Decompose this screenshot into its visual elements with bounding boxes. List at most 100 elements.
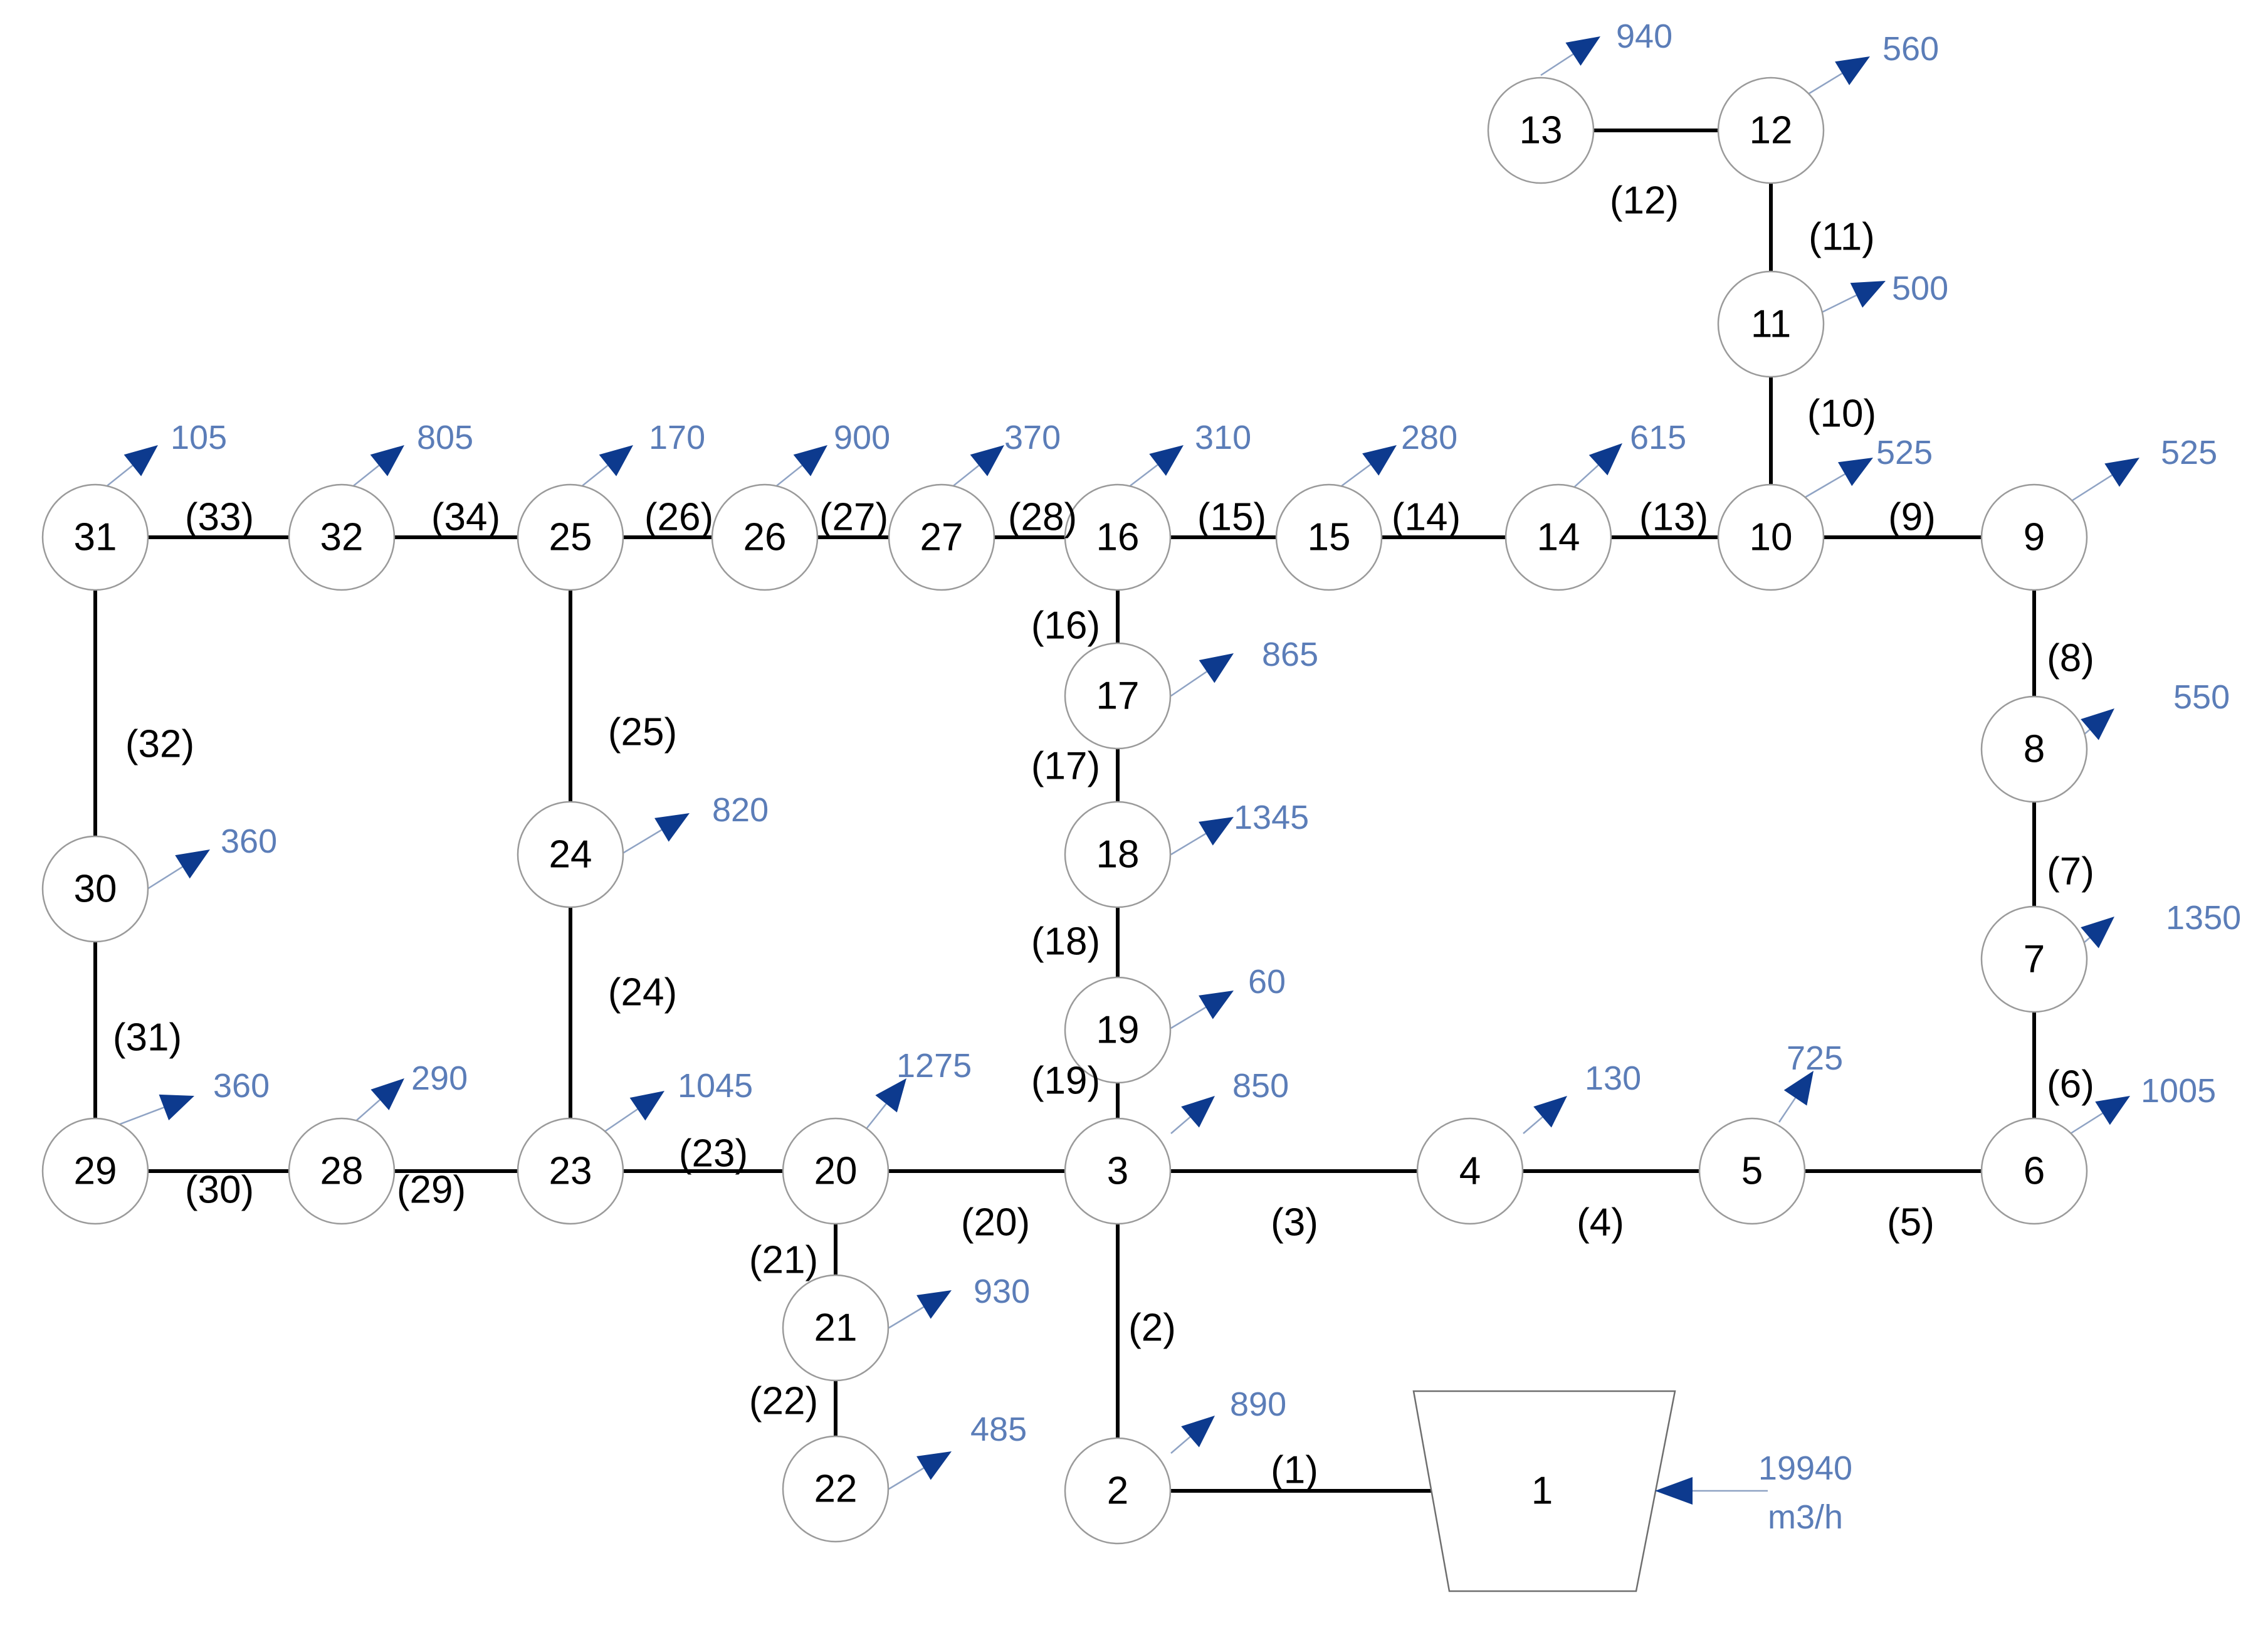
demand-label-32: 805 (417, 419, 473, 456)
node-circle-14 (1504, 483, 1612, 591)
pipe-label-3: (3) (1271, 1201, 1318, 1244)
node-circle-17 (1064, 642, 1172, 750)
node-21: 21 (782, 1274, 890, 1382)
demand-label-15: 280 (1401, 419, 1457, 456)
pipe-label-31: (31) (113, 1016, 182, 1060)
node-circle-4 (1416, 1117, 1524, 1225)
node-label-29: 29 (74, 1150, 117, 1193)
pipe-label-13: (13) (1639, 496, 1708, 539)
demand-label-8: 550 (2173, 678, 2230, 716)
pipe-label-34: (34) (431, 496, 500, 539)
demand-arrow-head-12 (1835, 56, 1870, 85)
pipe-label-25: (25) (608, 711, 677, 754)
node-circle-12 (1717, 76, 1825, 184)
node-circle-9 (1980, 483, 2088, 591)
node-label-17: 17 (1096, 675, 1140, 718)
node-label-26: 26 (743, 516, 787, 559)
node-19: 19 (1064, 976, 1172, 1084)
pipe-label-12: (12) (1610, 179, 1679, 223)
node-17: 17 (1064, 642, 1172, 750)
node-circle-15 (1275, 483, 1383, 591)
node-circle-24 (517, 801, 624, 908)
node-circle-2 (1064, 1437, 1172, 1545)
demand-arrow-line-30 (147, 866, 183, 890)
demand-label-27: 370 (1004, 419, 1061, 456)
demand-arrow-line-22 (888, 1467, 925, 1490)
pipe-label-28: (28) (1008, 496, 1077, 539)
demand-arrow-line-23 (601, 1108, 638, 1135)
demand-arrow-line-4 (1523, 1116, 1543, 1134)
node-20: 20 (782, 1117, 890, 1225)
pipe-label-30: (30) (185, 1169, 254, 1212)
node-23: 23 (517, 1117, 624, 1225)
demand-arrow-line-6 (2070, 1112, 2103, 1135)
demand-arrow-head-19 (1199, 991, 1234, 1019)
node-label-20: 20 (814, 1150, 858, 1193)
node-label-21: 21 (814, 1307, 858, 1350)
node-circle-23 (517, 1117, 624, 1225)
node-circle-27 (888, 483, 995, 591)
demand-arrow-head-3 (1181, 1096, 1215, 1128)
demand-arrow-line-17 (1170, 671, 1207, 697)
node-25: 25 (517, 483, 624, 591)
node-label-15: 15 (1308, 516, 1351, 559)
node-24: 24 (517, 801, 624, 908)
node-label-25: 25 (549, 516, 592, 559)
demand-arrow-head-32 (370, 445, 404, 476)
demand-label-2: 890 (1230, 1386, 1286, 1423)
demand-arrow-head-27 (970, 445, 1004, 476)
node-27: 27 (888, 483, 995, 591)
pipe-label-29: (29) (397, 1169, 466, 1212)
demand-label-19: 60 (1248, 963, 1286, 1001)
node-label-7: 7 (2024, 938, 2045, 981)
demand-label-13: 940 (1616, 18, 1672, 55)
demand-label-22: 485 (970, 1411, 1027, 1448)
demand-label-11: 500 (1892, 270, 1948, 307)
pipe-label-18: (18) (1031, 920, 1100, 964)
node-circle-3 (1064, 1117, 1172, 1225)
demand-label-12: 560 (1882, 30, 1939, 68)
node-label-9: 9 (2024, 516, 2045, 559)
pipe-label-23: (23) (679, 1132, 748, 1175)
demand-arrow-line-24 (620, 829, 663, 856)
node-6: 6 (1980, 1117, 2088, 1225)
demand-arrow-head-31 (123, 445, 158, 476)
demand-arrow-head-21 (916, 1290, 952, 1319)
demand-label-10: 525 (1876, 434, 1933, 471)
node-14: 14 (1504, 483, 1612, 591)
pipe-label-9: (9) (1888, 496, 1936, 539)
demand-arrow-head-26 (793, 445, 827, 476)
pipe-label-33: (33) (185, 496, 254, 539)
pipe-labels-layer: (1)(2)(3)(4)(5)(6)(7)(8)(9)(10)(11)(12)(… (113, 179, 2094, 1492)
node-30: 30 (41, 835, 149, 943)
demand-label-14: 615 (1630, 419, 1686, 456)
node-circle-21 (782, 1274, 890, 1382)
demand-arrow-head-4 (1533, 1096, 1567, 1128)
node-circle-20 (782, 1117, 890, 1225)
node-7: 7 (1980, 905, 2088, 1013)
node-label-11: 11 (1751, 303, 1791, 346)
node-31: 31 (41, 483, 149, 591)
node-label-13: 13 (1520, 109, 1563, 152)
demand-arrow-line-3 (1170, 1116, 1191, 1134)
demand-arrow-head-8 (2081, 708, 2114, 740)
demand-label-23: 1045 (678, 1067, 753, 1105)
demand-label-3: 850 (1232, 1067, 1289, 1105)
node-label-18: 18 (1096, 833, 1140, 876)
demand-label-18: 1345 (1234, 799, 1309, 836)
demand-arrow-line-19 (1170, 1006, 1207, 1029)
reservoir-shape (1412, 1390, 1676, 1592)
pipe-label-8: (8) (2047, 637, 2094, 680)
pipe-label-27: (27) (819, 496, 888, 539)
demand-arrow-line-13 (1540, 53, 1574, 76)
demand-label-29: 360 (213, 1067, 270, 1105)
demand-label-31: 105 (171, 419, 227, 456)
demand-arrow-head-22 (916, 1451, 952, 1480)
demand-arrow-line-21 (888, 1306, 925, 1329)
demand-label-24: 820 (712, 791, 769, 829)
demand-arrow-head-11 (1850, 281, 1886, 308)
inflow-value: 19940 (1758, 1449, 1852, 1487)
demand-arrow-head-20 (875, 1078, 906, 1113)
demand-arrow-head-18 (1199, 817, 1234, 846)
demand-label-28: 290 (411, 1060, 468, 1097)
